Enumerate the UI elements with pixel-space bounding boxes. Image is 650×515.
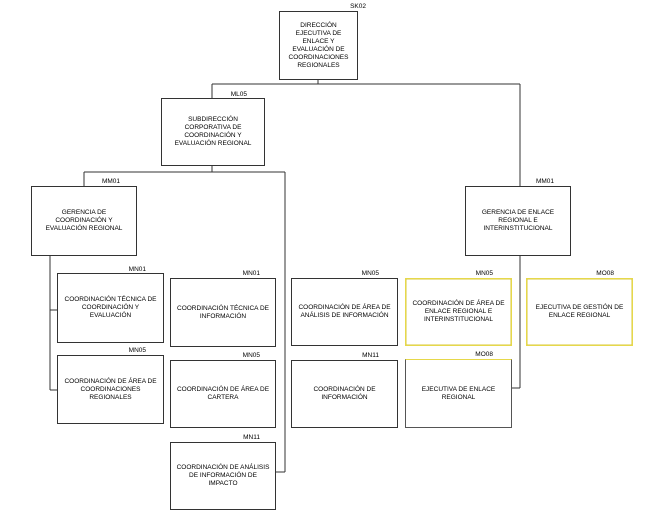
node-code-mn11-b: MN11 [243, 434, 260, 441]
org-node-mn01-b: COORDINACIÓN TÉCNICA DE INFORMACIÓN [170, 278, 276, 347]
org-node-mn05-d: COORDINACIÓN DE ÁREA DE ENLACE REGIONAL … [405, 278, 512, 346]
org-node-mm01-right: GERENCIA DE ENLACE REGIONAL E INTERINSTI… [465, 186, 571, 256]
node-code-mn05-d: MN05 [475, 270, 493, 277]
org-node-label: GERENCIA DE ENLACE REGIONAL E INTERINSTI… [481, 209, 555, 232]
org-node-mn11-b: COORDINACIÓN DE ANÁLISIS DE INFORMACIÓN … [170, 442, 276, 510]
org-node-label: COORDINACIÓN DE INFORMACIÓN [313, 386, 376, 401]
node-code-mn05-b: MN05 [242, 352, 260, 359]
node-code-sk02: SK02 [350, 3, 366, 10]
org-node-mn11-c: COORDINACIÓN DE INFORMACIÓN [291, 360, 398, 428]
node-code-ml05: ML05 [230, 91, 247, 98]
org-node-mo08-e: EJECUTIVA DE GESTIÓN DE ENLACE REGIONAL [526, 278, 633, 346]
node-code-mo08-e: MO08 [596, 270, 614, 277]
node-code-mn11-c: MN11 [362, 352, 379, 359]
node-code-mm01-right: MM01 [535, 178, 554, 185]
org-node-label: SUBDIRECCIÓN CORPORATIVA DE COORDINACIÓN… [174, 116, 252, 147]
org-node-label: COORDINACIÓN DE ÁREA DE ANÁLISIS DE INFO… [298, 304, 391, 319]
node-code-mo08-d: MO08 [475, 351, 493, 358]
org-node-label: COORDINACIÓN TÉCNICA DE COORDINACIÓN Y E… [64, 296, 157, 319]
node-code-mn05-a: MN05 [128, 347, 146, 354]
org-node-label: DIRECCIÓN EJECUTIVA DE ENLACE Y EVALUACI… [288, 21, 349, 69]
node-code-mn05-c: MN05 [361, 270, 379, 277]
org-node-label: EJECUTIVA DE GESTIÓN DE ENLACE REGIONAL [535, 304, 624, 319]
org-node-label: GERENCIA DE COORDINACIÓN Y EVALUACIÓN RE… [45, 209, 123, 232]
org-node-label: EJECUTIVA DE ENLACE REGIONAL [421, 385, 496, 401]
node-code-mn01-b: MN01 [242, 270, 260, 277]
org-node-label: COORDINACIÓN DE ÁREA DE COORDINACIONES R… [64, 377, 157, 401]
org-node-label: COORDINACIÓN DE ÁREA DE CARTERA [176, 386, 270, 401]
org-node-ml05: SUBDIRECCIÓN CORPORATIVA DE COORDINACIÓN… [161, 98, 265, 166]
org-node-label: COORDINACIÓN TÉCNICA DE INFORMACIÓN [177, 304, 269, 320]
org-node-label: COORDINACIÓN DE ÁREA DE ENLACE REGIONAL … [412, 300, 505, 323]
org-node-mn05-c: COORDINACIÓN DE ÁREA DE ANÁLISIS DE INFO… [291, 278, 398, 346]
org-node-sk02: DIRECCIÓN EJECUTIVA DE ENLACE Y EVALUACI… [279, 11, 358, 80]
org-node-mn05-b: COORDINACIÓN DE ÁREA DE CARTERA [170, 360, 276, 428]
org-node-mo08-d: EJECUTIVA DE ENLACE REGIONAL [405, 359, 512, 428]
node-code-mn01-a: MN01 [128, 266, 146, 273]
org-node-mm01-left: GERENCIA DE COORDINACIÓN Y EVALUACIÓN RE… [31, 186, 137, 256]
org-node-label: COORDINACIÓN DE ANÁLISIS DE INFORMACIÓN … [176, 464, 270, 487]
org-node-mn05-a: COORDINACIÓN DE ÁREA DE COORDINACIONES R… [57, 355, 164, 424]
org-node-mn01-a: COORDINACIÓN TÉCNICA DE COORDINACIÓN Y E… [57, 273, 164, 343]
node-code-mm01-left: MM01 [101, 178, 120, 185]
